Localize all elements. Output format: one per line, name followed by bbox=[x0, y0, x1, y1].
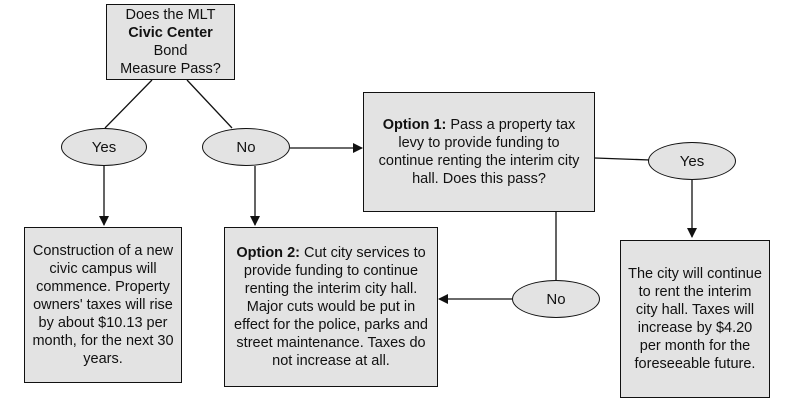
yes-oval-right-label: Yes bbox=[679, 152, 705, 170]
option2-box: Option 2: Cut city services to provide f… bbox=[224, 227, 438, 387]
option1-text: Pass a property tax levy to provide fund… bbox=[378, 117, 580, 187]
option1-bold: Option 1: bbox=[382, 117, 447, 133]
yes-oval-right: Yes bbox=[648, 142, 736, 180]
rent-box: The city will continue to rent the inter… bbox=[620, 240, 770, 398]
option2-bold: Option 2: bbox=[236, 245, 300, 261]
question-line1: Does the MLT bbox=[125, 7, 216, 23]
edge-question-to-no bbox=[186, 79, 233, 129]
option2-text: Cut city services to provide funding to … bbox=[234, 245, 428, 369]
no-oval-left-label: No bbox=[236, 138, 256, 156]
rent-text: The city will continue to rent the inter… bbox=[628, 266, 762, 372]
construction-text: Construction of a new civic campus will … bbox=[32, 243, 174, 367]
question-line2: Bond bbox=[153, 43, 188, 59]
question-box: Does the MLT Civic Center Bond Measure P… bbox=[106, 4, 235, 80]
option1-box: Option 1: Pass a property tax levy to pr… bbox=[363, 92, 595, 212]
question-bold-term: Civic Center bbox=[128, 25, 213, 41]
no-oval-right: No bbox=[512, 280, 600, 318]
no-oval-right-label: No bbox=[546, 290, 566, 308]
construction-box: Construction of a new civic campus will … bbox=[24, 227, 182, 383]
edge-option1-to-yes bbox=[594, 157, 651, 161]
no-oval-left: No bbox=[202, 128, 290, 166]
edge-question-to-yes bbox=[104, 79, 153, 129]
question-line3: Measure Pass? bbox=[120, 61, 221, 77]
yes-oval-left: Yes bbox=[61, 128, 147, 166]
yes-oval-left-label: Yes bbox=[91, 138, 117, 156]
